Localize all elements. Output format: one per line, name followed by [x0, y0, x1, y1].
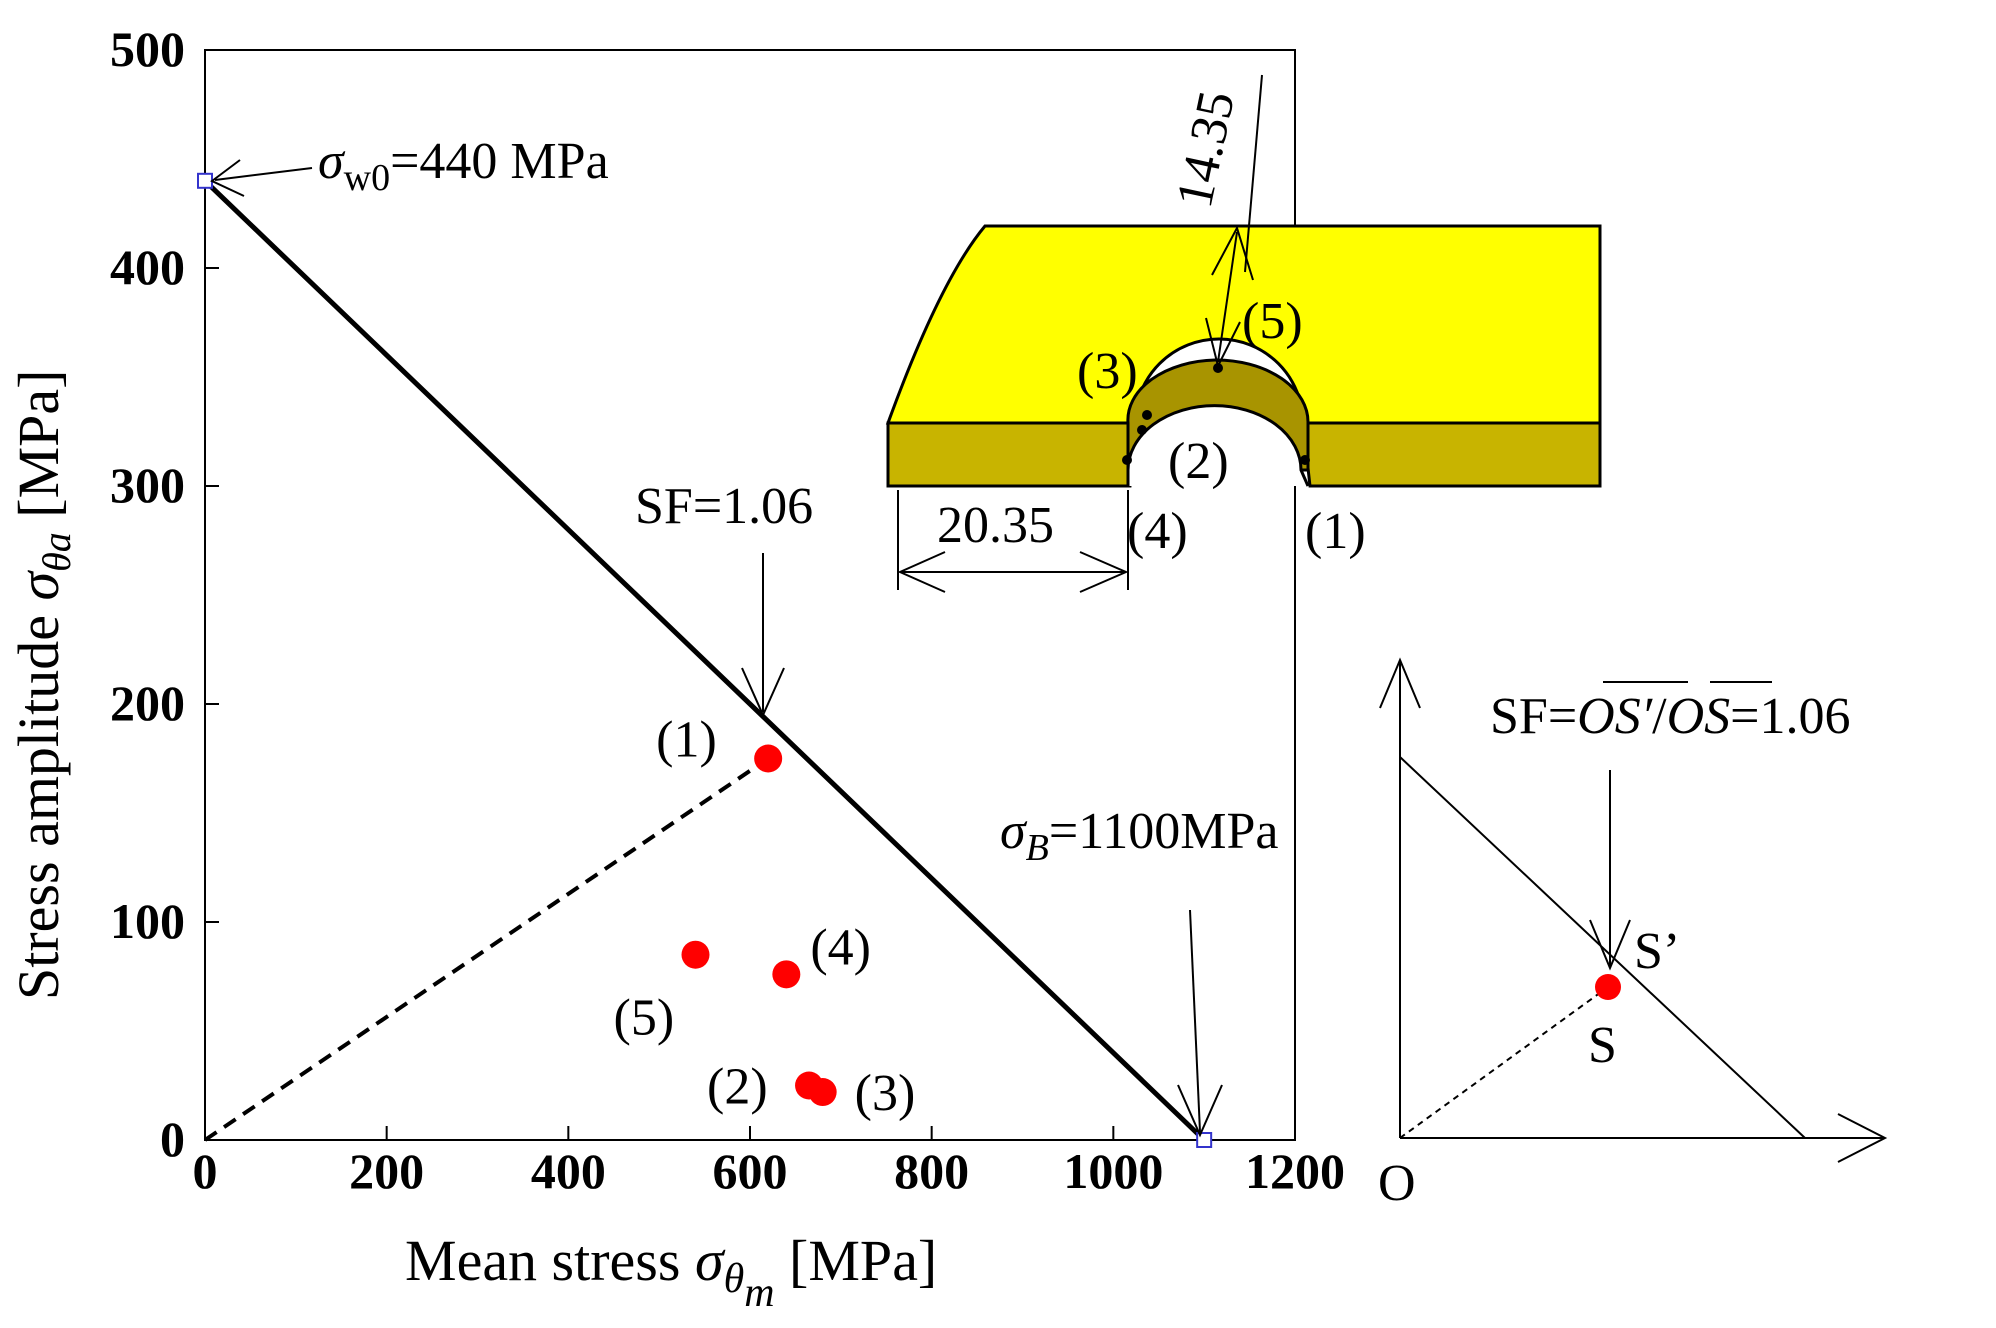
data-point [754, 744, 783, 773]
svg-text:(3): (3) [1077, 343, 1138, 400]
x-tick-label: 400 [531, 1143, 606, 1199]
data-point-label: (1) [656, 712, 717, 769]
data-point-label: (2) [707, 1059, 768, 1116]
y-tick-label: 200 [110, 675, 185, 731]
y-tick-label: 400 [110, 239, 185, 295]
part-lower-layer [886, 421, 1137, 488]
svg-text:(1): (1) [1305, 503, 1366, 560]
data-point [681, 940, 710, 969]
part-upper-layer [885, 224, 1602, 425]
sigma-w0-annotation: σw0=440 MPa [210, 133, 609, 199]
axis-ticks: 0 200 400 600 800 1000 1200 0 100 200 300 400 500 [110, 21, 1345, 1199]
y-tick-label: 0 [160, 1111, 185, 1167]
svg-text:σB=1100MPa: σB=1100MPa [1000, 803, 1279, 869]
y-tick-label: 300 [110, 457, 185, 513]
part-cross-section-inset: (3) (2) (5) (4) (1) 20.35 14.35 [885, 74, 1602, 593]
x-tick-label: 200 [349, 1143, 424, 1199]
schematic-load-line [1399, 986, 1609, 1139]
svg-text:O: O [1378, 1155, 1416, 1212]
data-point-label: (5) [614, 990, 675, 1047]
schematic-point-s [1595, 974, 1621, 1000]
goodman-line [203, 178, 1206, 1142]
svg-text:σw0=440 MPa: σw0=440 MPa [318, 133, 609, 199]
y-tick-label: 100 [110, 893, 185, 949]
x-tick-label: 1000 [1063, 1143, 1163, 1199]
endpoint-marker [197, 172, 213, 189]
svg-text:SF=OS′/OS=1.06: SF=OS′/OS=1.06 [1490, 688, 1850, 745]
data-point-label: (4) [810, 919, 871, 976]
endpoint-marker [1196, 1132, 1213, 1148]
x-tick-label: 0 [193, 1143, 218, 1199]
svg-text:(5): (5) [1242, 293, 1303, 350]
x-axis-label: Mean stress σθm [MPa] [405, 1228, 937, 1316]
part-lower-layer-right [1301, 421, 1602, 488]
svg-text:S’: S’ [1634, 923, 1680, 980]
data-point-label: (3) [855, 1065, 916, 1122]
svg-text:14.35: 14.35 [1166, 86, 1246, 212]
part-hole [1126, 404, 1310, 487]
plot-frame [204, 49, 1296, 1141]
sf-schematic: S’ S O SF=OS′/OS=1.06 [1378, 657, 1888, 1212]
y-axis-label: Stress amplitude σθa [MPa] [6, 370, 79, 1000]
svg-text:(2): (2) [1168, 433, 1229, 490]
y-tick-label: 500 [110, 21, 185, 77]
svg-text:20.35: 20.35 [937, 497, 1054, 554]
x-tick-label: 800 [894, 1143, 969, 1199]
svg-text:S: S [1588, 1017, 1617, 1074]
svg-text:(4): (4) [1127, 503, 1188, 560]
sf-annotation: SF=1.06 [635, 478, 813, 718]
x-tick-label: 600 [713, 1143, 788, 1199]
data-point [772, 960, 801, 989]
svg-text:SF=1.06: SF=1.06 [635, 478, 813, 535]
sigma-b-annotation: σB=1100MPa [1000, 803, 1279, 1138]
x-tick-label: 1200 [1245, 1143, 1345, 1199]
data-point [808, 1078, 837, 1107]
